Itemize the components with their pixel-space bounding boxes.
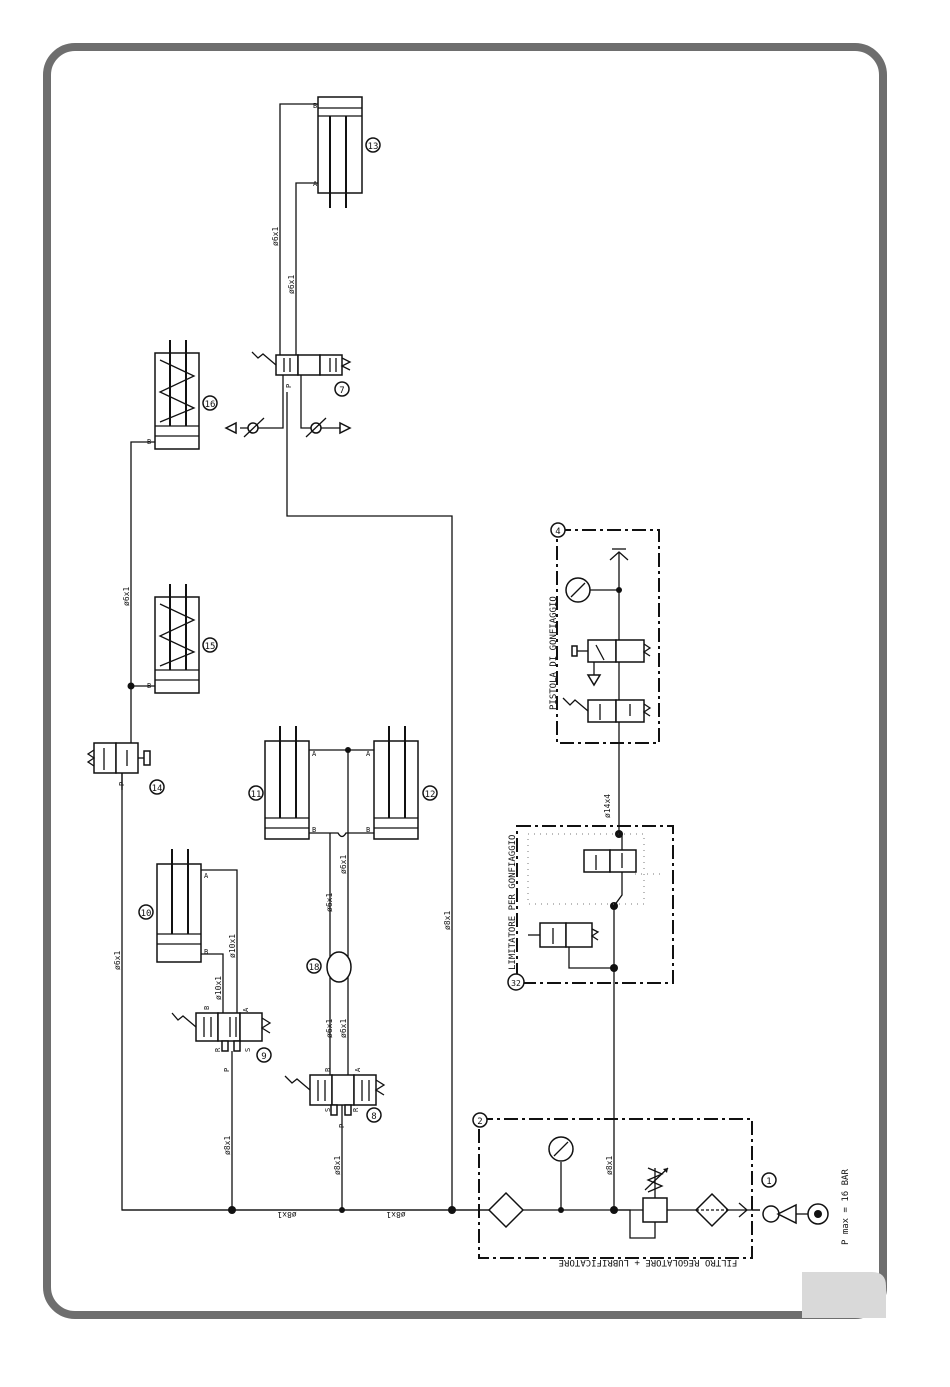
group-label-filter: FILTRO REGOLATORE + LUBRIFICATORE: [559, 1257, 738, 1267]
component-number-13: 13: [368, 142, 379, 152]
pipe-label-13b: ø6x1: [287, 275, 296, 294]
port-b-8: B: [324, 1068, 332, 1072]
port-b-9: B: [203, 1006, 211, 1010]
component-number-9: 9: [261, 1052, 266, 1062]
pipe-label-d14x4: ø14x4: [603, 794, 612, 818]
component-number-12: 12: [425, 790, 436, 800]
pipe-label-bottom-a: ø8x1: [277, 1210, 296, 1219]
port-s-8: S: [324, 1108, 332, 1112]
pipe-label-bottom-b: ø8x1: [386, 1210, 405, 1219]
inflation-gun-group: 4 PISTOLA DI GONFIAGGIO ø14x4: [549, 523, 659, 818]
port-r-8: R: [352, 1107, 360, 1112]
cylinders-11-12-circuit: 11 12 A B A B ø6x1 ø6x1 ø6x1 ø6x1 18: [249, 726, 437, 1128]
component-number-7: 7: [339, 386, 344, 396]
pipe-label-supply: ø8x1: [605, 1156, 614, 1175]
pipe-label-11d: ø6x1: [339, 1019, 348, 1038]
port-p-9: P: [223, 1068, 231, 1072]
component-number-4: 4: [555, 527, 560, 537]
component-number-15: 15: [205, 642, 216, 652]
component-number-1: 1: [766, 1177, 771, 1187]
cylinder-13-circuit: 13 B A ø6x1 ø6x1 7 P: [226, 97, 380, 437]
port-p-7: P: [285, 384, 293, 388]
pipe-label-15-16: ø6x1: [122, 587, 131, 606]
component-number-11: 11: [251, 790, 262, 800]
component-number-10: 10: [141, 909, 152, 919]
component-number-32: 32: [511, 979, 521, 988]
component-number-14: 14: [152, 784, 163, 794]
filter-regulator-group: 2 FILTRO REGOLATORE + LUBRIFICATORE: [473, 1113, 752, 1267]
spring-cylinders-circuit: 16 B 15 B ø6x1 14 P: [88, 340, 217, 794]
port-b-13: B: [313, 102, 317, 110]
main-piping: [122, 392, 760, 1210]
component-number-18: 18: [309, 963, 320, 973]
port-a-12: A: [366, 750, 371, 758]
pipe-label-vertical: ø8x1: [443, 911, 452, 930]
component-number-16: 16: [205, 400, 216, 410]
pipe-label-11a: ø6x1: [339, 855, 348, 874]
cylinder-10-circuit: 10 A B ø10x1 ø10x1 R S A B P 9: [139, 849, 271, 1072]
pressure-label: P max = 16 BAR: [841, 1169, 851, 1245]
pipe-label-10a: ø10x1: [228, 934, 237, 958]
port-s-9: S: [244, 1048, 252, 1052]
pipe-label-11b: ø6x1: [325, 893, 334, 912]
port-a-8: A: [354, 1067, 362, 1072]
group-label-limiter: LIMITATORE PER GONFIAGGIO: [508, 835, 518, 970]
page-corner-tab: [802, 1272, 886, 1318]
pipe-label-10b: ø10x1: [214, 976, 223, 1000]
port-a-9: A: [242, 1007, 250, 1012]
port-a-10: A: [204, 872, 209, 880]
component-number-2: 2: [477, 1117, 482, 1127]
pipe-label-11c: ø6x1: [325, 1019, 334, 1038]
air-inlet: 1 P max = 16 BAR: [752, 1169, 851, 1245]
port-a-11: A: [312, 750, 317, 758]
port-r-9: R: [214, 1047, 222, 1052]
pipe-label-13a: ø6x1: [271, 227, 280, 246]
port-p-8: P: [338, 1124, 346, 1128]
pipe-label-left: ø6x1: [113, 951, 122, 970]
port-b-10: B: [204, 948, 208, 956]
component-number-8: 8: [371, 1112, 376, 1122]
pipe-label-valve9: ø8x1: [223, 1136, 232, 1155]
pipe-label-valve8: ø8x1: [333, 1156, 342, 1175]
group-label-gun: PISTOLA DI GONFIAGGIO: [549, 596, 559, 710]
